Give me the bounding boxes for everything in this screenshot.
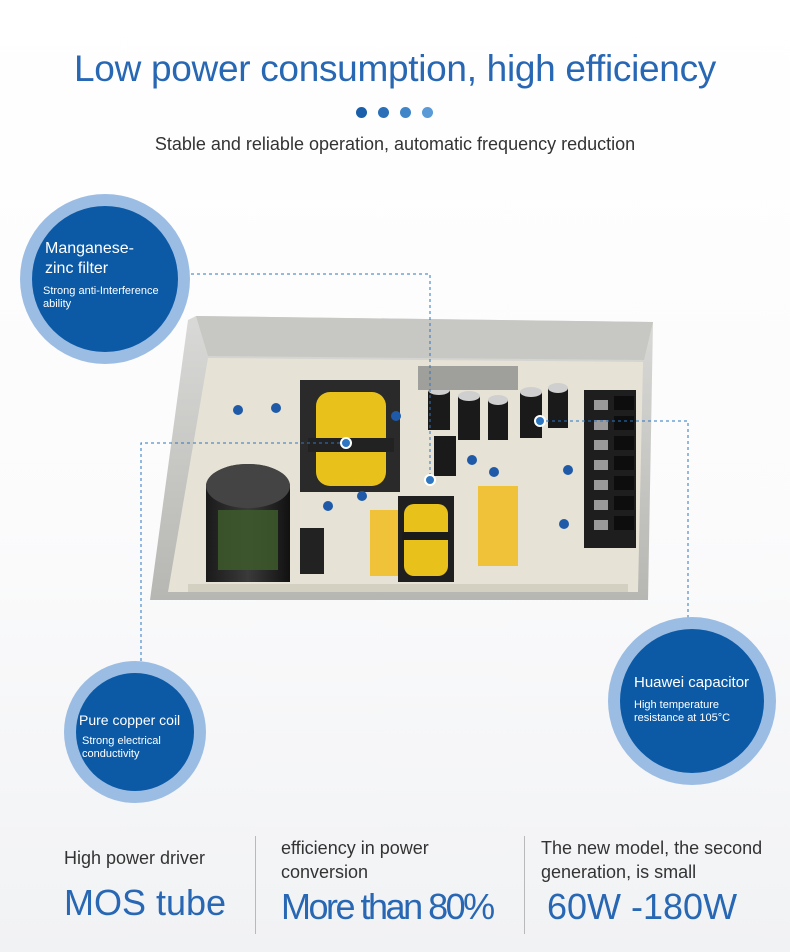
feature-driver: High power driver MOS tube [64, 846, 226, 924]
feature-driver-label: High power driver [64, 848, 206, 868]
callout-coil-title: Pure copper coil [79, 712, 181, 728]
callout-coil-desc-1: Strong electrical [82, 735, 161, 747]
callout-filter-title-2: zinc filter [45, 260, 109, 277]
feature-model: The new model, the second generation, is… [541, 836, 762, 928]
callout-coil-desc-2: conductivity [82, 748, 140, 760]
callout-filter-title-1: Manganese- [45, 240, 134, 257]
dot-2 [378, 107, 389, 118]
power-supply-board-image [150, 316, 653, 600]
feature-efficiency-label-1: efficiency in power [281, 838, 429, 858]
callout-filter: Manganese- zinc filter Strong anti-Inter… [32, 206, 178, 352]
feature-divider-2 [524, 836, 525, 934]
feature-efficiency-value: More than 80% [281, 886, 495, 927]
callout-capacitor: Huawei capacitor High temperature resist… [620, 629, 764, 773]
page-title: Low power consumption, high efficiency [74, 48, 716, 89]
feature-model-label-1: The new model, the second [541, 838, 763, 858]
dot-3 [400, 107, 411, 118]
feature-efficiency-label-2: conversion [281, 862, 369, 882]
page-subtitle: Stable and reliable operation, automatic… [154, 134, 636, 154]
feature-model-value: 60W -180W [547, 886, 738, 927]
feature-divider-1 [255, 836, 256, 934]
callout-filter-desc-2: ability [43, 298, 72, 310]
callout-coil: Pure copper coil Strong electrical condu… [76, 673, 194, 791]
callout-filter-desc-1: Strong anti-Interference [43, 285, 159, 297]
feature-model-label-2: generation, is small [541, 862, 697, 882]
dot-1 [356, 107, 367, 118]
feature-efficiency: efficiency in power conversion More than… [281, 836, 495, 928]
callout-capacitor-title: Huawei capacitor [634, 674, 750, 691]
callout-capacitor-desc-1: High temperature [634, 699, 719, 711]
dot-4 [422, 107, 433, 118]
feature-driver-value: MOS tube [64, 882, 227, 923]
callout-capacitor-desc-2: resistance at 105°C [634, 712, 731, 724]
